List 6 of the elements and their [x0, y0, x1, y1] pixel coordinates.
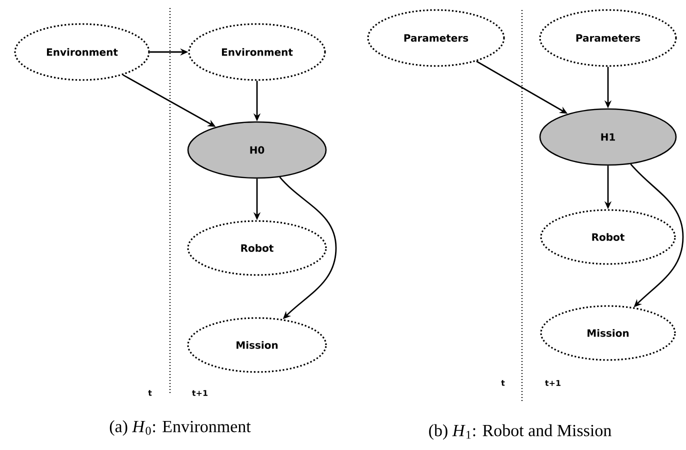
caption: (b) H$_{1}$: Robot and Mission	[429, 424, 612, 440]
time-label: t+1	[192, 390, 208, 396]
time-label: t	[501, 380, 505, 386]
time-label: t+1	[545, 380, 560, 386]
caption: (a) H$_{0}$: Environment	[110, 420, 251, 436]
time-label: t	[148, 390, 152, 396]
